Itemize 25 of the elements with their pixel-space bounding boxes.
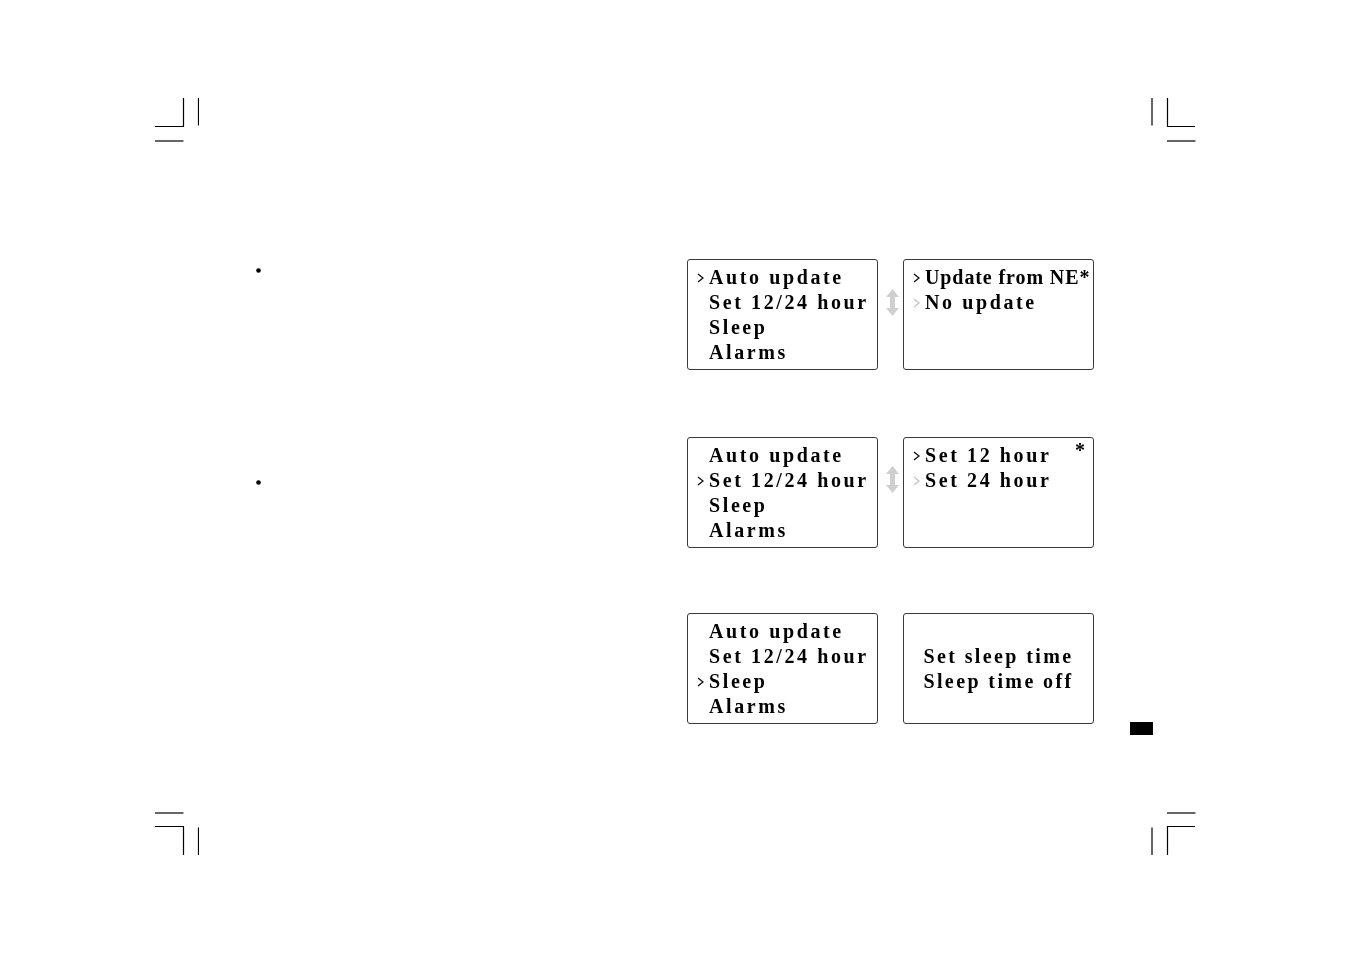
menu-item: Auto update <box>709 619 844 644</box>
menu-screen <box>687 437 878 548</box>
menu-item: Auto update <box>709 265 844 290</box>
menu-item: Set 12/24 hour <box>709 644 869 669</box>
menu-item: Set 12/24 hour <box>709 468 869 493</box>
menu-screen <box>903 437 1094 548</box>
menu-item: Set 12 hour <box>925 443 1052 468</box>
menu-item: Update from NE* <box>925 265 1091 290</box>
menu-screen <box>903 259 1094 370</box>
menu-screen <box>687 613 878 724</box>
menu-item: Alarms <box>709 694 788 719</box>
menu-item: Sleep time off <box>923 669 1074 694</box>
menu-item: Alarms <box>709 340 788 365</box>
menu-screen <box>687 259 878 370</box>
menu-item: Set 12/24 hour <box>709 290 869 315</box>
selected-mark: * <box>1075 440 1085 460</box>
menu-item: Sleep <box>709 493 768 518</box>
menu-item: Auto update <box>709 443 844 468</box>
menu-item: Sleep <box>709 669 768 694</box>
menu-item: Sleep <box>709 315 768 340</box>
menu-item: No update <box>925 290 1037 315</box>
menu-screen <box>903 613 1094 724</box>
menu-item: Alarms <box>709 518 788 543</box>
menu-item: Set sleep time <box>923 644 1074 669</box>
menu-item: Set 24 hour <box>925 468 1052 493</box>
